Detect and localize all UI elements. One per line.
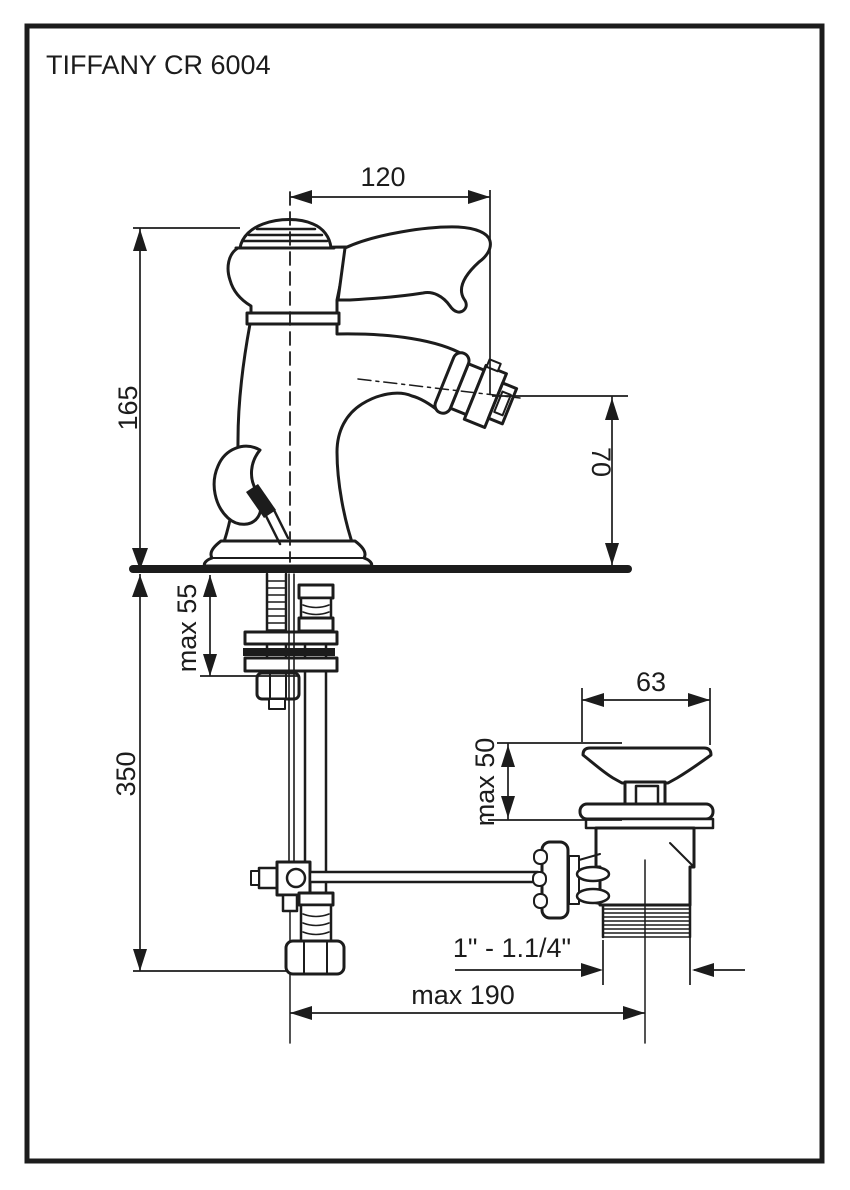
- dim-body-height-label: 165: [113, 385, 143, 430]
- arrowhead: [582, 693, 604, 707]
- mounting-washer-lower: [243, 656, 339, 673]
- under-counter-parts: [243, 572, 540, 1044]
- hose-braid-texture-top: [302, 604, 330, 616]
- product-title: TIFFANY CR 6004: [46, 50, 271, 80]
- hose-braid-texture-bottom: [302, 913, 330, 936]
- dim-hose-drop-label: 350: [111, 751, 141, 796]
- dim-plug-lift: max 50: [470, 738, 622, 827]
- mounting-washer-upper: [243, 630, 339, 646]
- arrowhead: [501, 796, 515, 818]
- arrowhead: [203, 575, 217, 597]
- arrowhead: [203, 654, 217, 676]
- popup-knob-clamp: [246, 484, 276, 518]
- linkage-rod: [308, 870, 540, 884]
- dim-plug-diameter-label: 63: [636, 667, 666, 697]
- hose-braid-bottom: [299, 903, 333, 943]
- arrowhead: [133, 229, 147, 251]
- clamp-nut-scallop-1: [533, 849, 548, 865]
- popup-knob-link-lines: [264, 508, 290, 546]
- rod-clamp-screw: [285, 867, 307, 889]
- arrowhead: [605, 398, 619, 420]
- ball-rod-fin-1: [575, 865, 611, 883]
- base-skirt: [202, 539, 374, 568]
- hose-collar-bottom: [297, 891, 335, 907]
- dim-thread-label: 1" - 1.1/4": [453, 933, 571, 963]
- drain-plug-stem-inner: [634, 784, 660, 806]
- body-ring: [245, 311, 341, 326]
- clamp-nut-scallop-2: [532, 871, 547, 887]
- arrowhead: [623, 1006, 645, 1020]
- dim-drain-reach: max 190: [290, 980, 645, 1020]
- popup-rod: [288, 573, 295, 863]
- dim-spout-width-label: 120: [360, 162, 405, 192]
- arrowhead: [290, 1006, 312, 1020]
- aerator-outlet-screen: [493, 390, 512, 417]
- hose-end-nut: [284, 939, 346, 976]
- stud-nut: [255, 671, 301, 701]
- dim-spout-width: 120: [290, 162, 491, 395]
- dim-hose-drop: 350: [111, 574, 288, 972]
- arrowhead: [290, 190, 312, 204]
- clamp-nut-scallop-3: [533, 893, 548, 909]
- drain-plug-top: [581, 746, 713, 785]
- spout-end-ring: [433, 351, 471, 415]
- dim-deck-max: max 55: [172, 575, 300, 677]
- hose-end-nut-facets: [303, 940, 328, 975]
- arrowhead: [133, 949, 147, 971]
- hose-collar-mid: [297, 616, 335, 633]
- dimension-annotations: 120 165 350 max 55: [111, 162, 745, 1020]
- dim-plug-diameter: 63: [581, 667, 711, 745]
- tailpiece-thread-lines: [602, 908, 691, 938]
- arrowhead: [692, 963, 714, 977]
- faucet-housing: [226, 245, 350, 315]
- arrowhead: [581, 963, 603, 977]
- dim-spout-height-label: 70: [586, 447, 616, 477]
- dim-plug-lift-label: max 50: [470, 738, 500, 827]
- drain-body-chamfer: [669, 842, 694, 867]
- rod-clamp-tail: [281, 893, 299, 913]
- page-border: [24, 23, 825, 1164]
- drain-flange: [578, 802, 715, 821]
- arrowhead: [132, 548, 148, 570]
- arrowhead: [468, 190, 490, 204]
- clamp-bars: [568, 855, 580, 905]
- stud-tail: [268, 698, 286, 710]
- hose-pipe: [303, 629, 328, 897]
- arrowhead: [688, 693, 710, 707]
- arrowhead: [501, 745, 515, 767]
- arrowhead: [132, 575, 148, 597]
- arrowhead: [605, 543, 619, 565]
- hose-collar-top: [297, 583, 335, 600]
- dim-body-height: 165: [113, 227, 240, 570]
- rod-clamp-end: [250, 870, 260, 886]
- ball-rod-fin-2: [575, 887, 611, 905]
- aerator-centerline: [357, 378, 521, 399]
- lever-handle: [336, 225, 492, 314]
- drain-assembly: [532, 746, 715, 1044]
- dim-thread: 1" - 1.1/4": [453, 933, 745, 985]
- dim-spout-height: 70: [492, 395, 628, 565]
- rod-clamp-arm: [257, 866, 279, 890]
- popup-knob-loop: [212, 444, 263, 526]
- aerator-assembly: [433, 351, 519, 429]
- faucet-drawing: [129, 191, 715, 1044]
- dim-drain-reach-label: max 190: [411, 980, 515, 1010]
- cap-rib-lines: [242, 227, 329, 243]
- stud-nut-facets: [269, 672, 287, 700]
- dim-deck-max-label: max 55: [172, 584, 202, 673]
